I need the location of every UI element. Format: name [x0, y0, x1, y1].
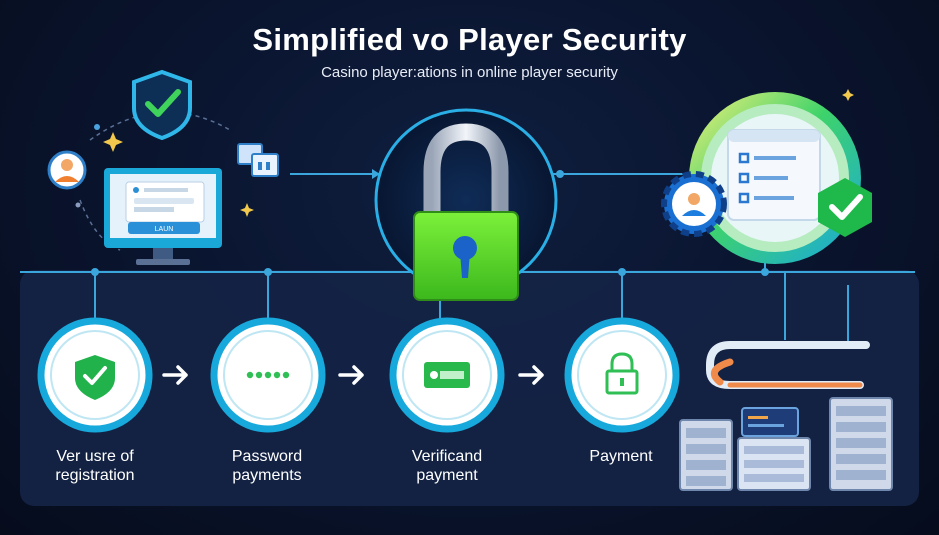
step-label-line: Payment [589, 448, 653, 465]
padlock-icon [605, 352, 639, 395]
document-cards-icon [237, 143, 279, 177]
hexagon-check-icon [818, 178, 872, 237]
step-label-2: Password payments [182, 447, 352, 485]
step-label-1: Ver usre of registration [10, 447, 180, 485]
shield-check-icon [132, 69, 192, 141]
step-label-4: Payment [536, 447, 706, 466]
step-label-line: payments [232, 467, 302, 484]
step-label-3: Verificand payment [362, 447, 532, 485]
step-label-line: Password [231, 448, 303, 465]
step-label-line: payment [416, 467, 478, 484]
password-dots-icon [246, 371, 290, 379]
avatar [47, 150, 87, 190]
card-icon [424, 362, 470, 388]
step-label-line: Verificand [411, 448, 483, 465]
central-padlock-icon [374, 108, 558, 301]
step-label-line: registration [55, 467, 135, 484]
pipe-icon [706, 341, 870, 389]
sparkle-icon [103, 89, 854, 217]
shield-check-icon [75, 355, 115, 400]
arrow-right-icon [162, 365, 544, 385]
monitor-icon [104, 168, 222, 265]
monitor-button-label: LAUN [155, 226, 174, 233]
checklist-ring-icon [689, 92, 861, 264]
step-circle-4 [564, 317, 680, 433]
server-rack-icon [679, 397, 893, 491]
gear-user-icon [661, 171, 727, 237]
page-title: Simplified vo Player Security [252, 22, 687, 57]
page-subtitle: Casino player:ations in online player se… [321, 64, 618, 81]
step-label-line: Ver usre of [56, 448, 134, 465]
